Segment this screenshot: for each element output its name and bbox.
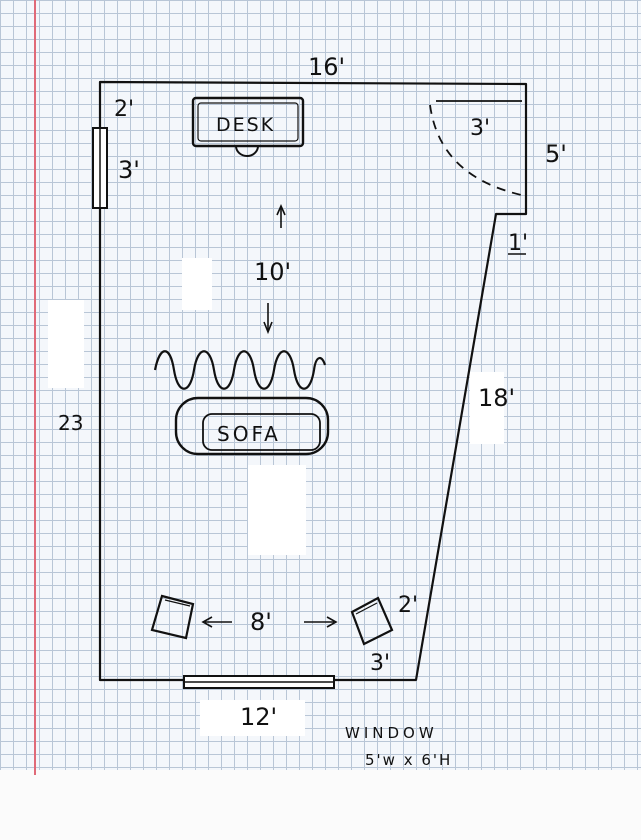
window-note-title: WINDOW [345,724,438,742]
tape-patch [48,300,84,388]
sofa-label: SOFA [217,422,281,446]
sofa [174,396,330,456]
desk [191,96,305,157]
left-window [92,127,108,209]
window-note-size: 5'w x 6'H [365,751,452,769]
right-wall-label: 18' [478,384,515,412]
distance-label: 10' [254,258,291,286]
left-wall-label: 23 [58,411,83,435]
corner-step-label: 1' [508,231,528,256]
door [429,100,527,197]
door-side-label: 5' [545,140,567,168]
tape-patch [470,372,504,444]
margin-line [34,0,36,775]
left-top-label: 2' [114,97,134,122]
tape-patch [182,258,212,310]
paper-edge [0,770,641,840]
room-walls [98,80,528,682]
tape-patch [248,465,306,555]
chair-right [350,596,394,646]
bottom-window [183,675,335,689]
desk-label: DESK [216,114,275,136]
tape-patch [200,700,305,736]
chair-left [150,594,195,640]
desk-to-curtain-arrow [263,204,286,335]
curtain [153,350,327,390]
door-width-label: 3' [470,116,490,141]
top-wall-label: 16' [308,53,345,81]
bottom-right-label: 3' [370,651,390,676]
chairs-spacing-label: 8' [250,608,272,636]
diag-small-label: 2' [398,593,418,618]
bottom-wall-label: 12' [240,703,277,731]
chairs-arrow [201,616,338,628]
left-window-label: 3' [118,156,140,184]
